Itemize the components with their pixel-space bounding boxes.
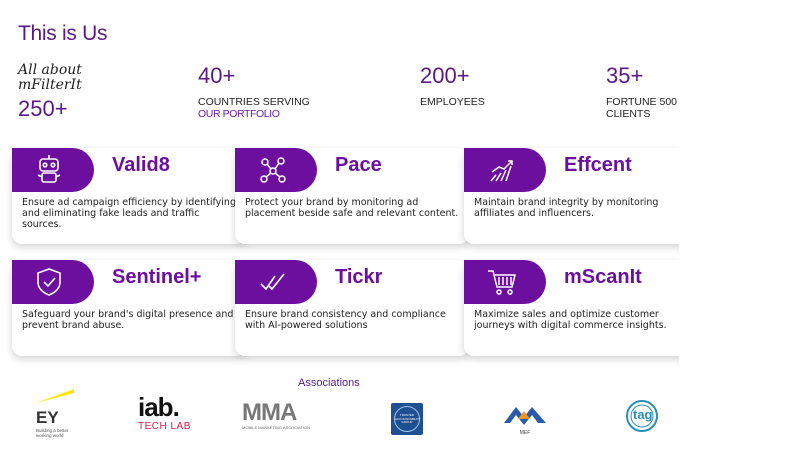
card-tab bbox=[464, 148, 546, 192]
ey-logo: EY Building a better working world bbox=[30, 385, 80, 438]
product-description: Safeguard your brand's digital presence … bbox=[22, 309, 234, 331]
stat-label-3: EMPLOYEES bbox=[420, 96, 485, 108]
about-heading: All about mFilterIt bbox=[18, 63, 82, 93]
product-title: Sentinel+ bbox=[112, 266, 202, 288]
ey-beam-icon bbox=[36, 389, 74, 403]
stat-label-2: COUNTRIES SERVING OUR PORTFOLIO bbox=[198, 96, 310, 120]
tag-logo: tag bbox=[624, 398, 672, 434]
stat-label-4: FORTUNE 500 CLIENTS bbox=[606, 96, 678, 120]
mma-subtitle: MOBILE MARKETING ASSOCIATION bbox=[242, 425, 310, 430]
product-description: Ensure ad campaign efficiency by identif… bbox=[22, 197, 236, 230]
ey-tagline: Building a better working world bbox=[36, 428, 69, 438]
card-tab bbox=[12, 260, 94, 304]
about-line-2: mFilterIt bbox=[18, 77, 82, 93]
product-title: Valid8 bbox=[112, 154, 170, 176]
mma-logo-text: MMA bbox=[242, 399, 297, 426]
mef-mark-icon bbox=[504, 407, 546, 425]
tag-rings-icon bbox=[626, 400, 658, 432]
product-card-pace[interactable]: Pace Protect your brand by monitoring ad… bbox=[235, 148, 469, 244]
about-line-1: All about bbox=[18, 62, 82, 78]
card-tab bbox=[464, 260, 546, 304]
product-description: Maintain brand integrity by monitoring a… bbox=[474, 197, 659, 219]
stat-value-4: 35+ bbox=[606, 63, 644, 88]
product-title: mScanIt bbox=[564, 266, 642, 288]
stat-label-2-text: COUNTRIES SERVING bbox=[198, 96, 310, 108]
stat-label-4-text: FORTUNE 500 bbox=[606, 96, 677, 108]
tag-text: tag bbox=[633, 407, 653, 422]
tech-lab-text: TECH LAB bbox=[138, 421, 191, 432]
network-icon bbox=[260, 157, 286, 183]
stat-value-1: 250+ bbox=[18, 96, 68, 121]
stat-value-3: 200+ bbox=[420, 63, 470, 88]
tag-certified-badge: TRUSTED ACCOUNTABILITY GROUP bbox=[391, 403, 423, 435]
product-card-effcent[interactable]: Effcent Maintain brand integrity by moni… bbox=[464, 148, 698, 244]
mma-logo: MMA MOBILE MARKETING ASSOCIATION bbox=[242, 399, 310, 431]
product-description: Protect your brand by monitoring ad plac… bbox=[245, 197, 459, 219]
associations-title: Associations bbox=[298, 377, 360, 389]
product-card-mscanit[interactable]: mScanIt Maximize sales and optimize cust… bbox=[464, 260, 698, 356]
badge-text: TRUSTED ACCOUNTABILITY GROUP bbox=[395, 413, 421, 424]
shopping-cart-icon bbox=[488, 270, 516, 295]
stat-value-2: 40+ bbox=[198, 63, 236, 88]
product-card-sentinel[interactable]: Sentinel+ Safeguard your brand's digital… bbox=[12, 260, 246, 356]
product-card-tickr[interactable]: Tickr Ensure brand consistency and compl… bbox=[235, 260, 469, 356]
product-title: Effcent bbox=[564, 154, 632, 176]
product-card-valid8[interactable]: Valid8 Ensure ad campaign efficiency by … bbox=[12, 148, 246, 244]
robot-icon bbox=[37, 155, 61, 183]
ey-logo-text: EY bbox=[36, 408, 59, 427]
page-title: This is Us bbox=[18, 22, 108, 45]
product-title: Pace bbox=[335, 154, 382, 176]
double-check-icon bbox=[260, 273, 285, 291]
card-tab bbox=[235, 260, 317, 304]
stat-sub-2: OUR PORTFOLIO bbox=[198, 108, 280, 120]
product-description: Ensure brand consistency and compliance … bbox=[245, 309, 446, 331]
growth-chart-icon bbox=[490, 160, 513, 182]
stat-sub-4: CLIENTS bbox=[606, 108, 651, 120]
iab-logo-text: iab. bbox=[138, 392, 180, 422]
iab-tech-lab-logo: iab. TECH LAB bbox=[138, 392, 191, 432]
mef-logo: MEF bbox=[500, 403, 550, 436]
shield-check-icon bbox=[37, 268, 61, 296]
right-edge-mask bbox=[679, 140, 799, 380]
card-tab bbox=[235, 148, 317, 192]
badge-ring-icon bbox=[394, 406, 420, 432]
product-description: Maximize sales and optimize customer jou… bbox=[474, 309, 667, 331]
product-title: Tickr bbox=[335, 266, 383, 288]
card-tab bbox=[12, 148, 94, 192]
mef-text: MEF bbox=[519, 430, 531, 436]
